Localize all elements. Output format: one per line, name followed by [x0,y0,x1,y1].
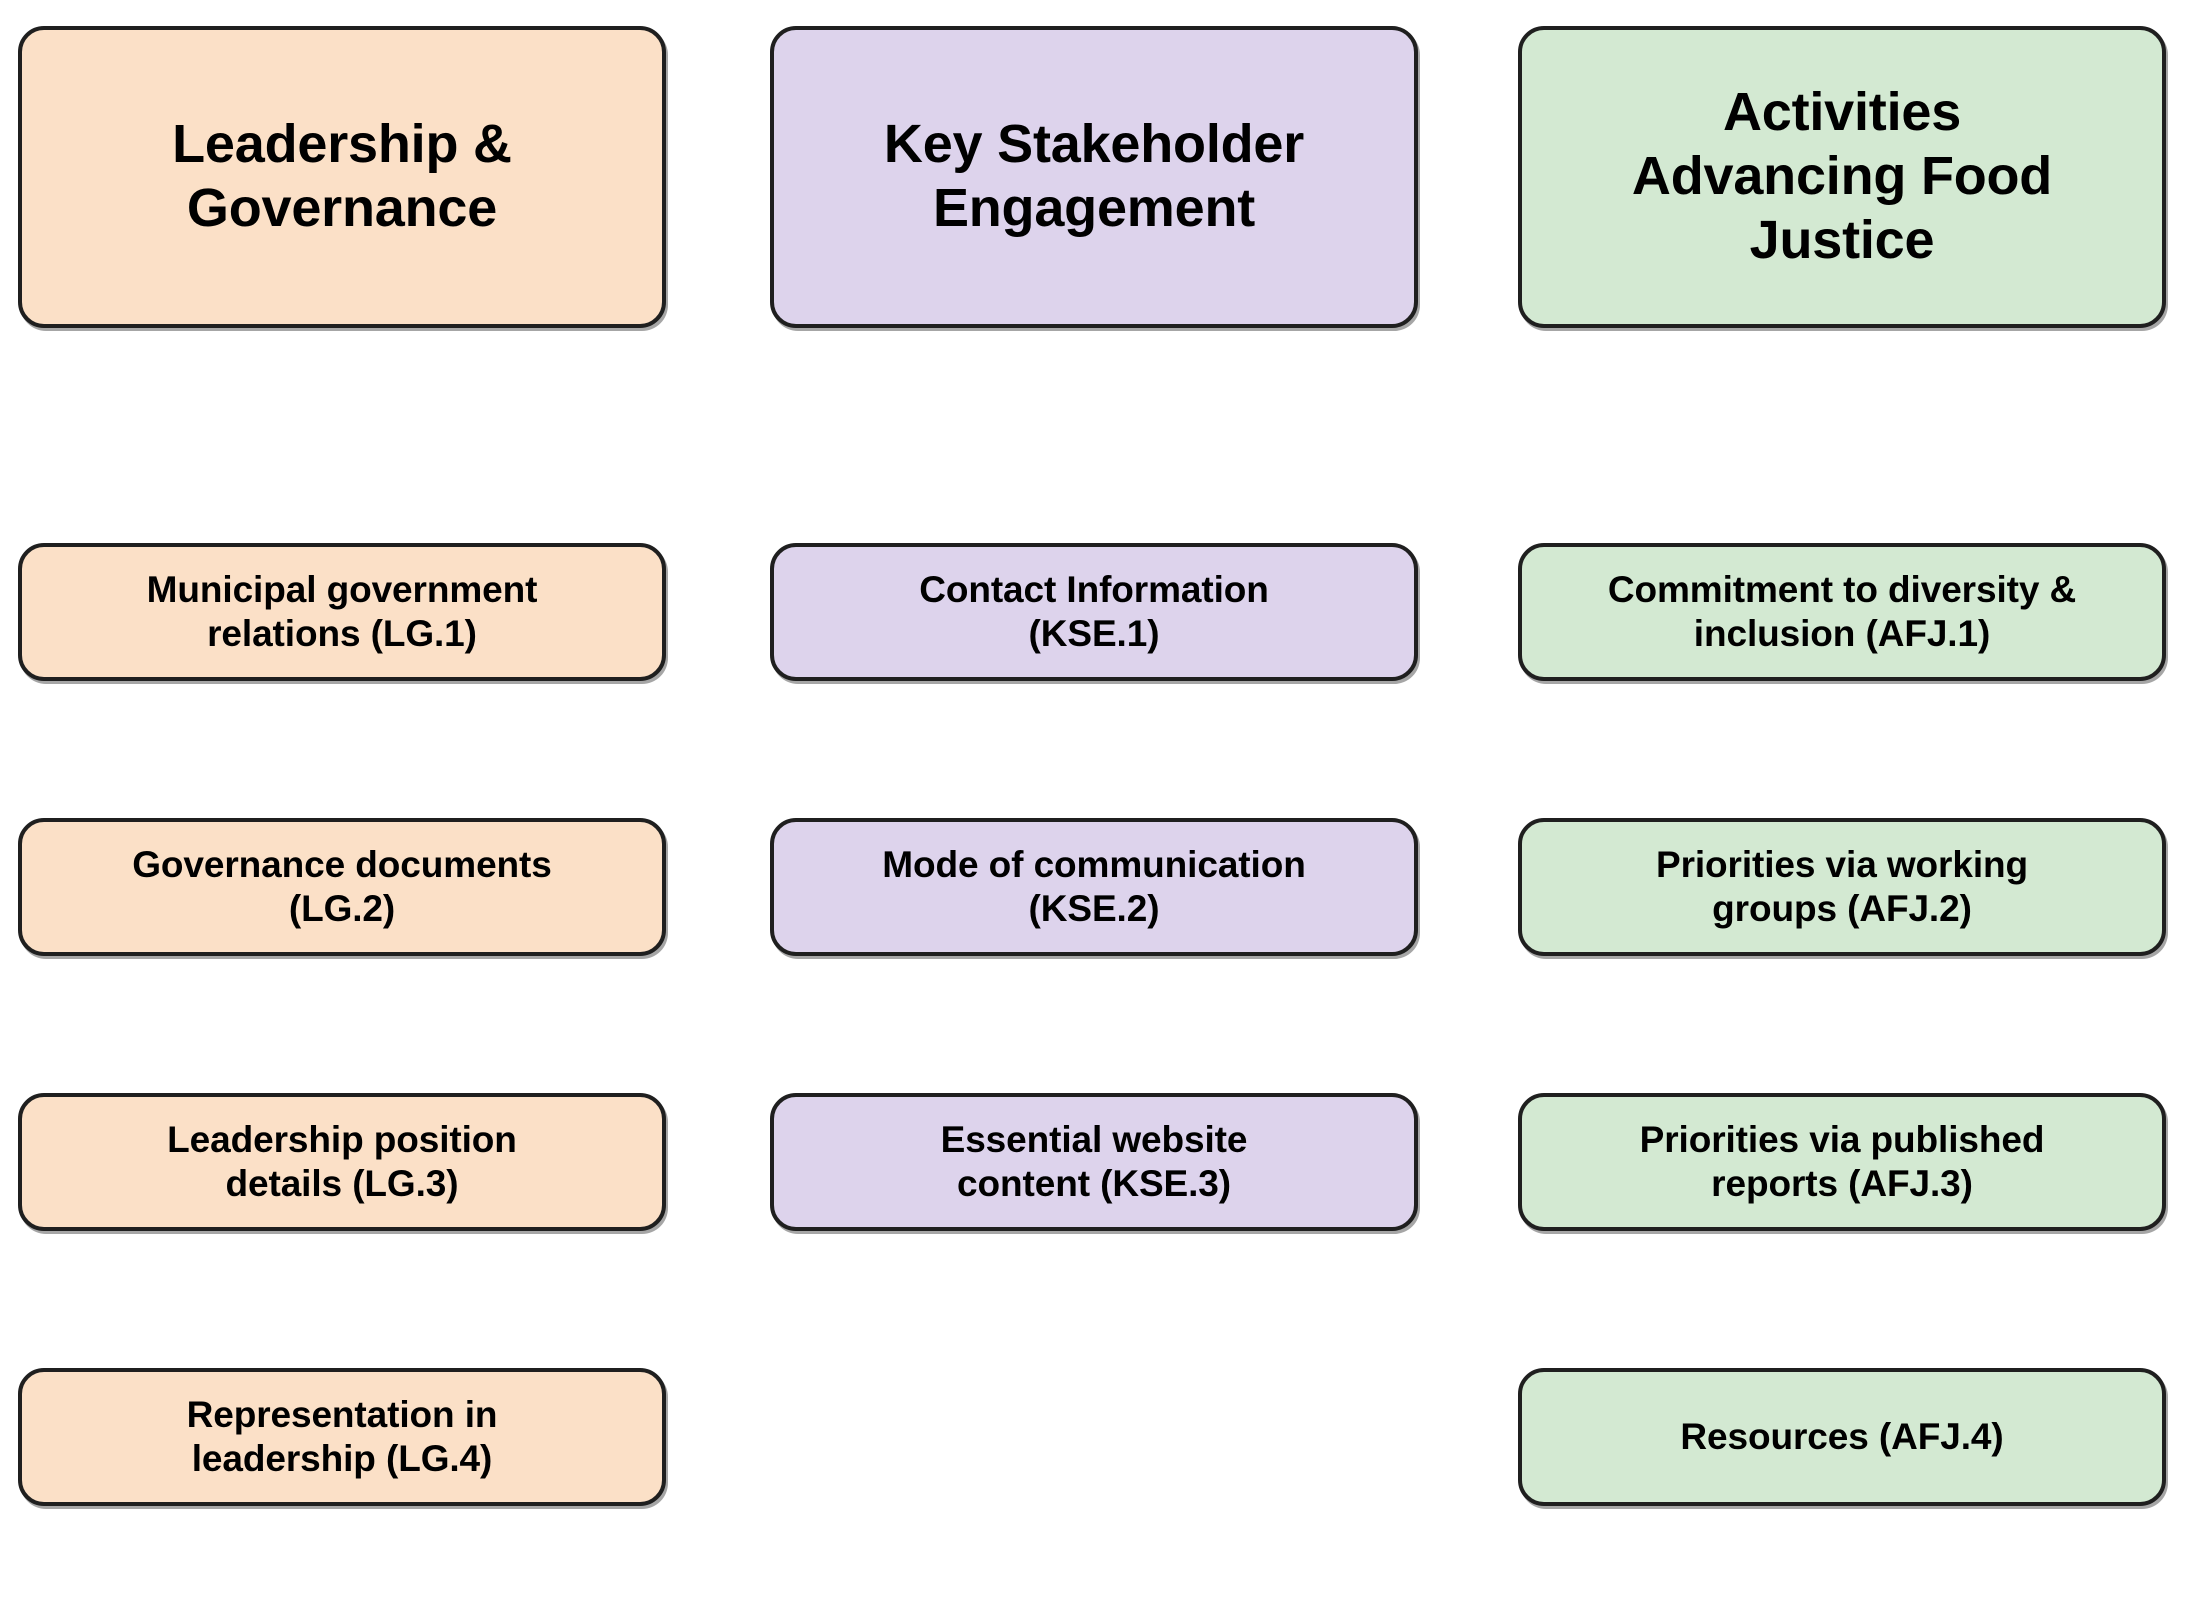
node-lg-4-label: Representation in leadership (LG.4) [186,1394,498,1479]
node-afj-3[interactable]: Priorities via published reports (AFJ.3) [1518,1093,2166,1231]
node-kse-2[interactable]: Mode of communication (KSE.2) [770,818,1418,956]
node-lg-3[interactable]: Leadership position details (LG.3) [18,1093,666,1231]
column-activities-advancing-food-justice: Activities Advancing Food Justice Commit… [1518,0,2166,1597]
node-afj-4-label: Resources (AFJ.4) [1680,1416,2004,1458]
node-kse-3-label: Essential website content (KSE.3) [940,1119,1248,1204]
node-lg-2[interactable]: Governance documents (LG.2) [18,818,666,956]
node-lg-2-label: Governance documents (LG.2) [132,844,552,929]
node-lg-3-label: Leadership position details (LG.3) [167,1119,517,1204]
node-lg-1-label: Municipal government relations (LG.1) [146,569,538,654]
leadership-governance-header[interactable]: Leadership & Governance [18,26,666,328]
node-afj-3-label: Priorities via published reports (AFJ.3) [1639,1119,2045,1204]
node-kse-1-label: Contact Information (KSE.1) [919,569,1269,654]
node-kse-3[interactable]: Essential website content (KSE.3) [770,1093,1418,1231]
column-key-stakeholder-engagement: Key Stakeholder Engagement Contact Infor… [770,0,1418,1597]
activities-advancing-food-justice-header-label: Activities Advancing Food Justice [1631,82,2053,270]
node-afj-1[interactable]: Commitment to diversity & inclusion (AFJ… [1518,543,2166,681]
activities-advancing-food-justice-header[interactable]: Activities Advancing Food Justice [1518,26,2166,328]
node-lg-1[interactable]: Municipal government relations (LG.1) [18,543,666,681]
node-afj-4[interactable]: Resources (AFJ.4) [1518,1368,2166,1506]
key-stakeholder-engagement-header-label: Key Stakeholder Engagement [883,114,1305,238]
node-lg-4[interactable]: Representation in leadership (LG.4) [18,1368,666,1506]
node-afj-2[interactable]: Priorities via working groups (AFJ.2) [1518,818,2166,956]
key-stakeholder-engagement-header[interactable]: Key Stakeholder Engagement [770,26,1418,328]
node-kse-2-label: Mode of communication (KSE.2) [882,844,1306,929]
column-leadership-governance: Leadership & Governance Municipal govern… [18,0,666,1597]
node-afj-2-label: Priorities via working groups (AFJ.2) [1655,844,2029,929]
node-kse-1[interactable]: Contact Information (KSE.1) [770,543,1418,681]
leadership-governance-header-label: Leadership & Governance [172,114,512,238]
node-afj-1-label: Commitment to diversity & inclusion (AFJ… [1607,569,2077,654]
